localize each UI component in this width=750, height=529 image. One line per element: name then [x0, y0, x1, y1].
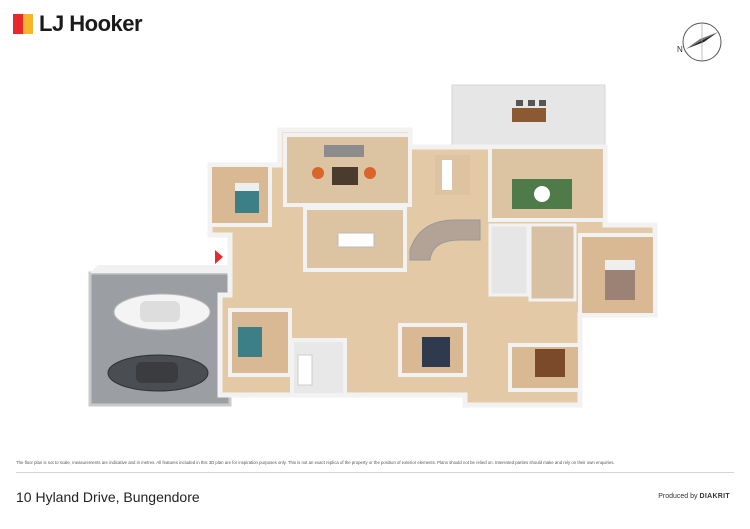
- compass-arrow-icon: [682, 22, 722, 62]
- property-address: 10 Hyland Drive, Bungendore: [16, 489, 200, 505]
- produced-by-brand: DIAKRIT: [699, 493, 730, 500]
- produced-by: Produced by DIAKRIT: [658, 493, 730, 500]
- disclaimer-text: The floor plan is not to scale, measurem…: [16, 460, 615, 465]
- produced-by-prefix: Produced by: [658, 493, 698, 500]
- lj-hooker-logo-icon: [13, 14, 33, 34]
- floorplan-illustration: [88, 84, 658, 408]
- lj-hooker-logo: LJ Hooker: [13, 11, 143, 36]
- brand-name: LJ Hooker: [39, 11, 143, 36]
- footer-divider: [16, 472, 734, 473]
- compass-north-label: N: [677, 45, 683, 54]
